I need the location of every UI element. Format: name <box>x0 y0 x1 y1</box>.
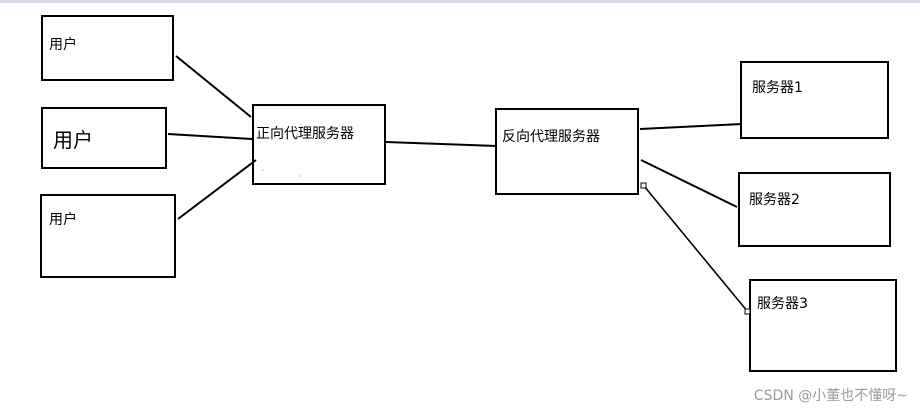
dot-artifact <box>262 169 264 171</box>
server-box-2 <box>738 172 891 247</box>
connector-user3-forward <box>177 159 257 220</box>
user-box-3 <box>40 194 176 278</box>
connector-reverse-server2 <box>640 159 738 208</box>
user-label-1: 用户 <box>49 37 77 53</box>
dot-artifact <box>299 175 301 177</box>
connector-reverse-server3 <box>643 185 749 313</box>
forward-proxy-label: 正向代理服务器 <box>256 126 354 142</box>
connector-user2-forward <box>167 133 253 140</box>
connector-user1-forward <box>175 55 252 118</box>
connector-forward-reverse <box>385 141 498 147</box>
reverse-proxy-label: 反向代理服务器 <box>502 129 600 145</box>
reverse-proxy-box <box>495 108 639 195</box>
line-handle-start <box>640 182 647 189</box>
user-box-1 <box>41 15 174 81</box>
user-label-2: 用户 <box>53 128 93 152</box>
user-box-2 <box>41 107 167 169</box>
server-box-3 <box>749 279 897 372</box>
server-label-1: 服务器1 <box>752 80 803 96</box>
dot-artifact <box>431 141 433 143</box>
server-box-1 <box>740 61 889 139</box>
forward-proxy-box <box>252 104 386 185</box>
connector-reverse-server1 <box>639 123 743 130</box>
line-handle-end <box>744 308 751 315</box>
server-label-2: 服务器2 <box>749 192 800 208</box>
server-label-3: 服务器3 <box>757 296 808 312</box>
watermark-text: CSDN @小董也不懂呀~ <box>753 388 908 404</box>
top-border-strip <box>0 0 920 3</box>
user-label-3: 用户 <box>49 212 77 228</box>
